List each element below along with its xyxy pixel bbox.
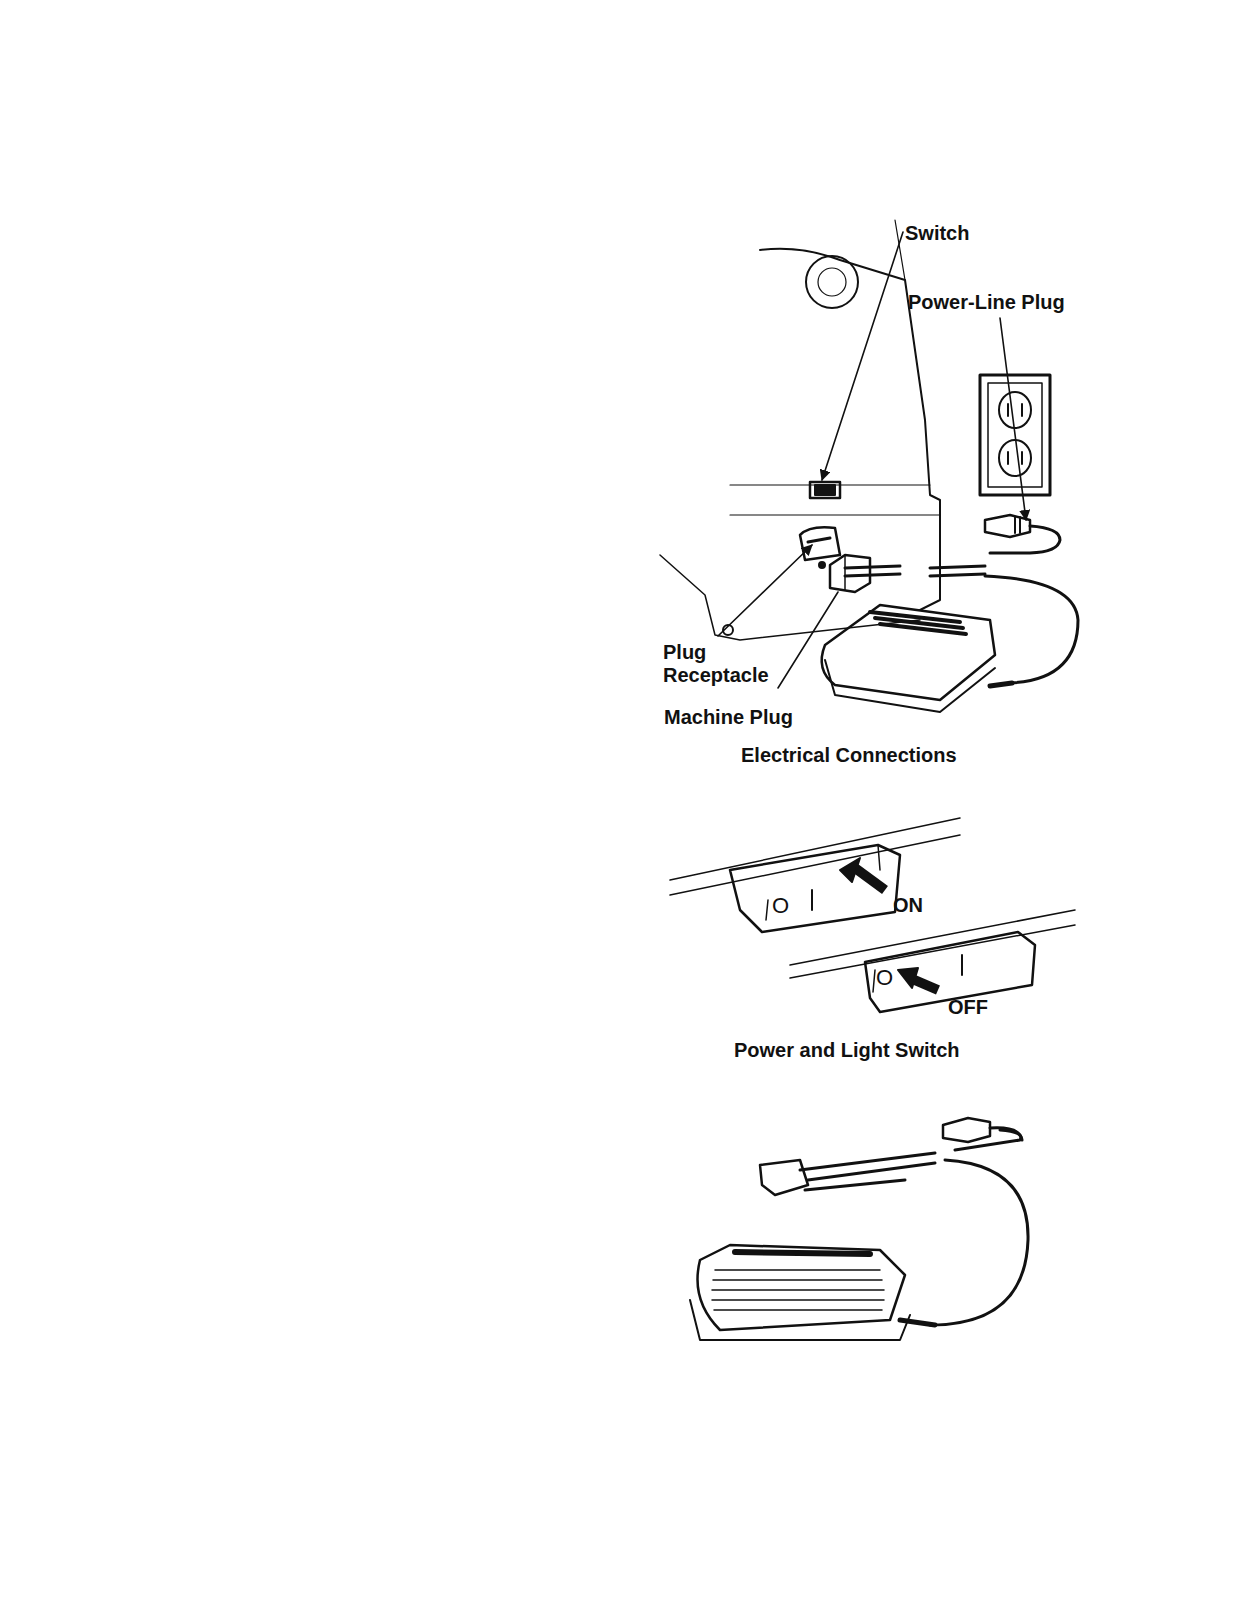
sewing-machine — [660, 220, 940, 640]
rocker-switch-off — [790, 910, 1075, 1012]
figure-caption: Electrical Connections — [741, 744, 957, 767]
part-label: Machine Plug — [664, 706, 793, 729]
part-label: Power-Line Plug — [908, 291, 1065, 314]
foot-controller-large — [690, 1118, 1028, 1340]
part-label: Switch — [905, 222, 969, 245]
part-label: Plug Receptacle — [663, 641, 783, 687]
switch-symbol: O — [876, 965, 893, 990]
state-label: ON — [893, 894, 923, 917]
figure-caption: Power and Light Switch — [734, 1039, 960, 1062]
rocker-switch-on — [670, 818, 960, 932]
machine-plug — [830, 555, 870, 592]
power-cord — [845, 515, 1060, 576]
state-label: OFF — [948, 996, 988, 1019]
foot-controller — [822, 576, 1078, 712]
switch-symbol: O — [772, 893, 789, 918]
